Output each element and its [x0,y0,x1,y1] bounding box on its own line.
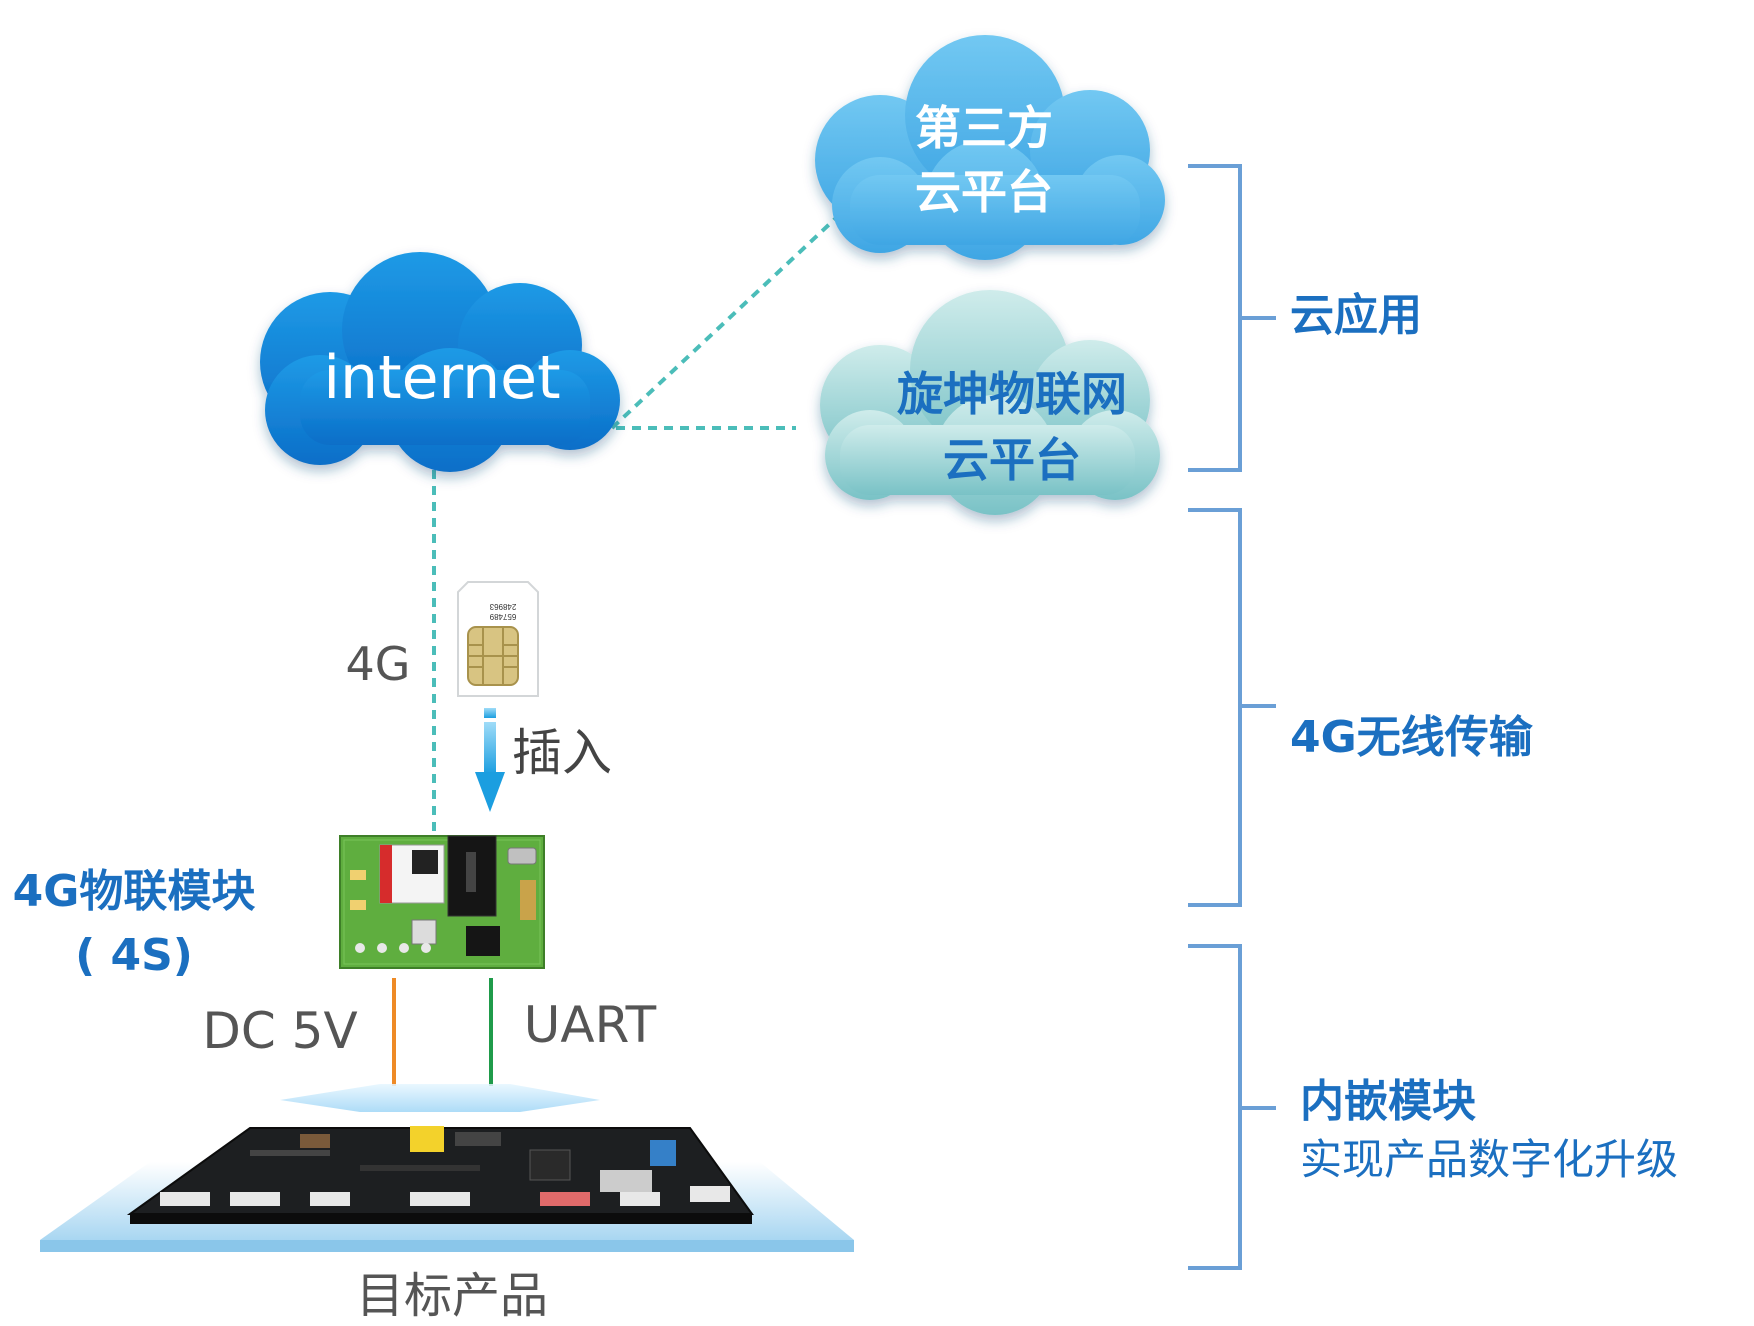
sim-card [457,581,539,697]
product-label: 目标产品 [356,1268,548,1324]
uart-label: UART [524,996,657,1054]
internet-label: internet [323,343,560,413]
third-party-cloud [815,35,1165,260]
network-4g-label: 4G [346,637,411,691]
sim-number-2: 657489 [489,612,516,621]
product-board [126,1126,754,1224]
bracket-cloud [1188,164,1276,472]
link-internet-to-third-party [610,216,838,430]
module-name: 4G物联模块 [13,866,256,917]
bracket-wireless [1188,508,1276,907]
qk-platform-label-line1: 旋坤物联网 [897,367,1127,421]
sim-card-numbers: 248963 657489 [489,602,516,621]
layer-wireless-label: 4G无线传输 [1290,712,1534,763]
bracket-embedded [1188,944,1276,1270]
layer-cloud-label: 云应用 [1290,290,1422,341]
layer-brackets [1188,164,1276,1270]
qk-platform-label-line2: 云平台 [943,433,1081,487]
power-label: DC 5V [202,1002,357,1060]
third-party-label-line1: 第三方 [915,101,1053,155]
third-party-label-line2: 云平台 [915,165,1053,219]
layer-embedded-sub: 实现产品数字化升级 [1300,1135,1678,1184]
module-model: ( 4S) [75,930,193,981]
module-board [339,835,545,969]
qk-platform-cloud [820,290,1160,515]
insert-arrow [475,708,505,812]
insert-label: 插入 [512,724,612,782]
product-glow [280,1084,600,1112]
internet-cloud [260,252,620,472]
sim-number-1: 248963 [489,602,516,611]
dashed-links [432,216,838,836]
layer-embedded-label: 内嵌模块 [1300,1076,1476,1127]
